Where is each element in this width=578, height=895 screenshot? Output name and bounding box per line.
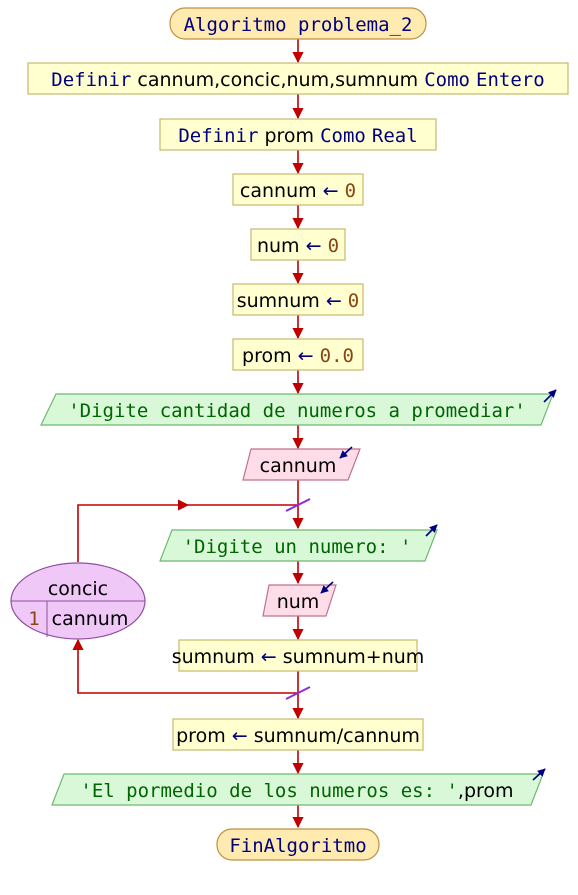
assign-cannum-block[interactable]: cannum ← 0 (232, 173, 364, 206)
input-cannum-block[interactable]: cannum (242, 446, 361, 481)
loop-for-block[interactable]: concic 1 cannum (10, 562, 146, 640)
define-integers-block[interactable]: Definir cannum,concic,num,sumnum Como En… (27, 62, 569, 95)
assign-prom-block[interactable]: prom ← 0.0 (232, 338, 364, 371)
assign-sum-block[interactable]: sumnum ← sumnum+num (172, 639, 425, 672)
output-arrow-icon (543, 389, 557, 403)
output-result-text: 'El pormedio de los numeros es: ',prom (80, 780, 513, 802)
input-cannum-text: cannum (260, 455, 337, 477)
assign-num-text: num ← 0 (257, 235, 339, 257)
output-arrow-icon (532, 768, 546, 781)
end-label: FinAlgoritmo (229, 835, 366, 857)
assign-num-block[interactable]: num ← 0 (250, 228, 346, 261)
output-result-block[interactable]: 'El pormedio de los numeros es: ',prom (51, 768, 546, 806)
loop-end-value: cannum (52, 608, 129, 630)
output-prompt-number-block[interactable]: 'Digite un numero: ' (159, 524, 438, 562)
assign-sumnum-text: sumnum ← 0 (237, 290, 360, 312)
assign-sumnum-block[interactable]: sumnum ← 0 (232, 283, 364, 316)
input-arrow-icon (339, 446, 353, 459)
flow-connectors (72, 39, 304, 829)
start-terminal[interactable]: Algoritmo problema_2 (169, 7, 427, 40)
output-prompt-number-text: 'Digite un numero: ' (183, 536, 412, 558)
assign-cannum-text: cannum ← 0 (240, 180, 356, 202)
loop-variable: concic (48, 578, 108, 600)
start-label: Algoritmo problema_2 (184, 14, 413, 36)
input-num-block[interactable]: num (262, 581, 337, 617)
define-integers-text: Definir cannum,concic,num,sumnum Como En… (51, 69, 544, 91)
output-arrow-icon (425, 524, 438, 537)
assign-prom-text: prom ← 0.0 (242, 345, 354, 367)
input-arrow-icon (320, 581, 334, 594)
assign-avg-text: prom ← sumnum/cannum (176, 725, 420, 747)
assign-sum-text: sumnum ← sumnum+num (172, 646, 425, 668)
loop-junction-markers (285, 498, 311, 700)
end-terminal[interactable]: FinAlgoritmo (216, 828, 380, 861)
define-real-block[interactable]: Definir prom Como Real (159, 118, 437, 151)
define-real-text: Definir prom Como Real (178, 125, 417, 147)
loop-start-value: 1 (28, 608, 39, 630)
input-num-text: num (277, 591, 320, 613)
output-prompt-count-text: 'Digite cantidad de numeros a promediar' (68, 400, 526, 422)
output-prompt-count-block[interactable]: 'Digite cantidad de numeros a promediar' (40, 389, 557, 426)
assign-avg-block[interactable]: prom ← sumnum/cannum (172, 718, 424, 751)
